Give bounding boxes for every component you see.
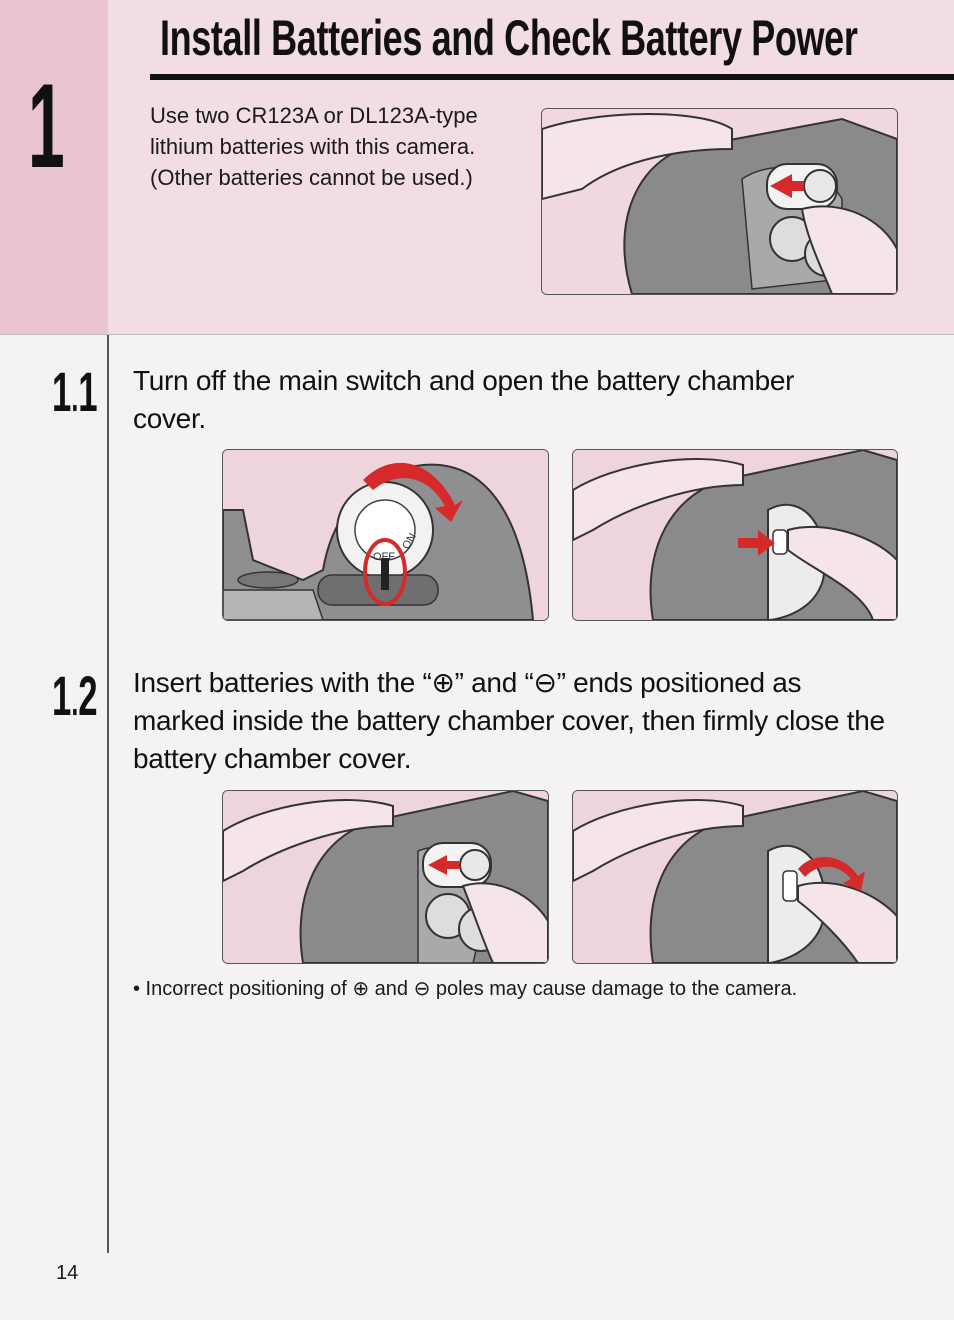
intro-text: Use two CR123A or DL123A-type lithium ba… bbox=[150, 103, 478, 190]
section-tab bbox=[0, 0, 108, 335]
step-number-1-2: 1.2 bbox=[52, 664, 98, 727]
photo-main-switch: OFF ON bbox=[222, 449, 549, 621]
page-number: 14 bbox=[56, 1262, 79, 1284]
warning-note: • Incorrect positioning of ⊕ and ⊖ poles… bbox=[133, 978, 798, 1000]
photo-close-cover bbox=[572, 790, 898, 964]
step-1-2-text: Insert batteries with the “⊕” and “⊖” en… bbox=[133, 667, 885, 774]
step-1-1-text: Turn off the main switch and open the ba… bbox=[133, 365, 795, 434]
photo-insert-batteries bbox=[222, 790, 549, 964]
section-number: 1 bbox=[28, 59, 65, 193]
step-number-1-1: 1.1 bbox=[52, 360, 98, 423]
dial-off-label: OFF bbox=[373, 551, 395, 563]
photo-open-cover bbox=[572, 449, 898, 621]
photo-battery-insert-top bbox=[541, 108, 898, 295]
margin-rule bbox=[107, 335, 109, 1253]
band-divider bbox=[0, 334, 954, 335]
page-title: Install Batteries and Check Battery Powe… bbox=[160, 10, 858, 66]
title-rule bbox=[150, 74, 954, 80]
